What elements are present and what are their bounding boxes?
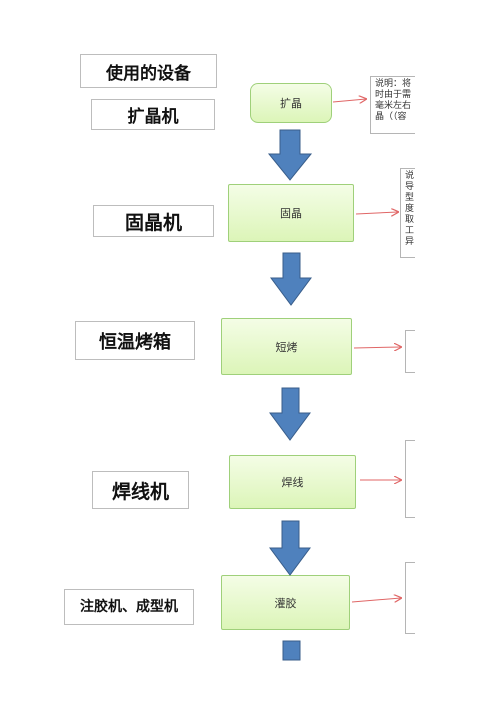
step-wire-bond: 焊线 <box>229 455 356 509</box>
down-arrow-5 <box>282 640 301 661</box>
pointer-arrow-1 <box>332 99 366 102</box>
equipment-label-gujing: 固晶机 <box>93 205 214 237</box>
pointer-arrow-2 <box>355 212 398 214</box>
equipment-header: 使用的设备 <box>80 54 217 88</box>
down-arrow-4 <box>269 520 311 576</box>
equipment-label-wire-bonder: 焊线机 <box>92 471 189 509</box>
equipment-label-molding: 注胶机、成型机 <box>64 589 194 625</box>
step-glue-fill: 灌胶 <box>221 575 350 630</box>
equipment-label-kuojing: 扩晶机 <box>91 99 215 130</box>
step-short-bake: 短烤 <box>221 318 352 375</box>
page-edge <box>415 60 496 660</box>
pointer-arrow-5 <box>351 598 401 602</box>
step-kuojing: 扩晶 <box>250 83 332 123</box>
down-arrow-2 <box>270 252 312 306</box>
step-gujing: 固晶 <box>228 184 354 242</box>
down-arrow-3 <box>269 387 311 441</box>
equipment-label-oven: 恒温烤箱 <box>75 321 195 360</box>
down-arrow-1 <box>267 129 313 181</box>
pointer-arrow-3 <box>353 347 401 348</box>
